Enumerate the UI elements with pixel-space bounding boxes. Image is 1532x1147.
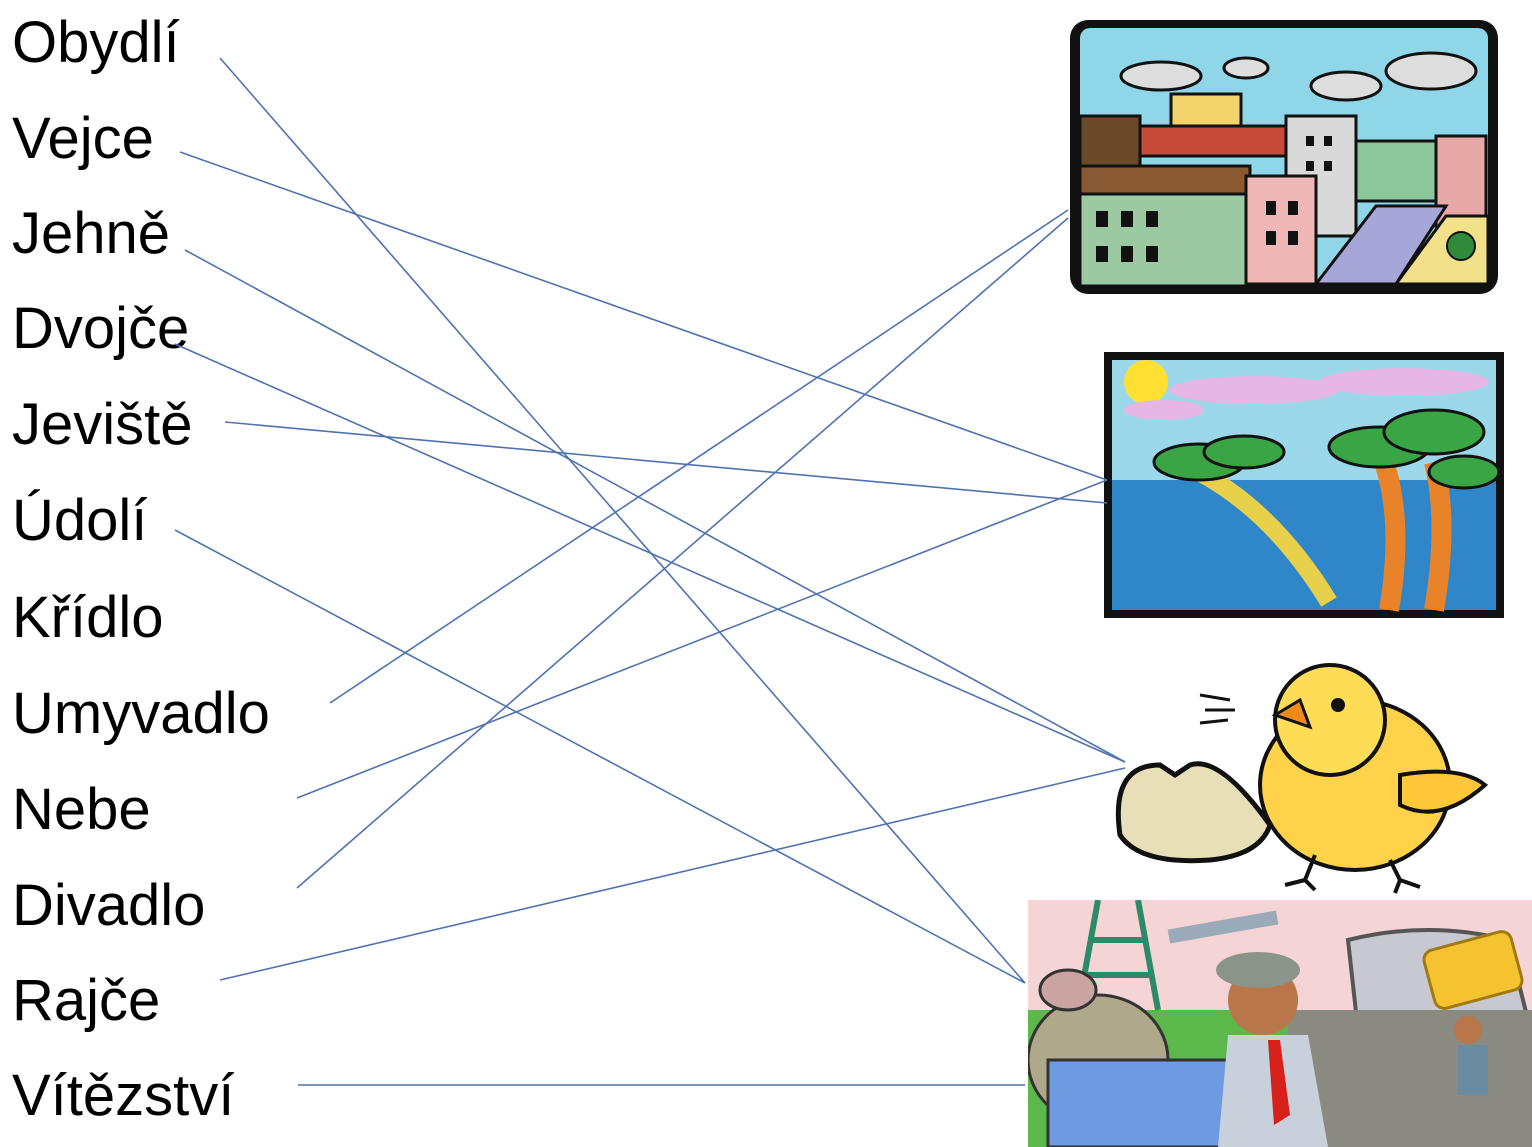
word-dvojce: Dvojče (12, 296, 190, 361)
word-vejce: Vejce (12, 106, 154, 171)
line-jehne (184, 249, 1126, 763)
word-jeviste: Jeviště (12, 392, 193, 457)
line-udoli (174, 529, 1026, 984)
line-rajce (219, 767, 1126, 981)
word-udoli: Údolí (12, 488, 148, 553)
word-umyvadlo: Umyvadlo (12, 681, 270, 746)
word-jehne: Jehně (12, 201, 171, 266)
word-obydli: Obydlí (12, 10, 180, 75)
rat-race-picture (1028, 900, 1532, 1147)
line-umyvadlo (329, 209, 1069, 704)
word-kridlo: Křídlo (12, 585, 164, 650)
beach-palms-picture (1104, 352, 1504, 618)
line-dvojce (174, 343, 1126, 763)
line-nebe (296, 479, 1108, 799)
word-rajce: Rajče (12, 968, 161, 1033)
line-obydli (219, 57, 1026, 984)
line-divadlo (296, 217, 1069, 889)
city-picture (1070, 20, 1498, 294)
line-vejce (179, 151, 1108, 481)
chick-egg-picture (1115, 663, 1489, 894)
word-divadlo: Divadlo (12, 873, 206, 938)
word-nebe: Nebe (12, 777, 151, 842)
word-vitezstvi: Vítězství (12, 1063, 235, 1128)
line-jeviste (224, 421, 1108, 504)
